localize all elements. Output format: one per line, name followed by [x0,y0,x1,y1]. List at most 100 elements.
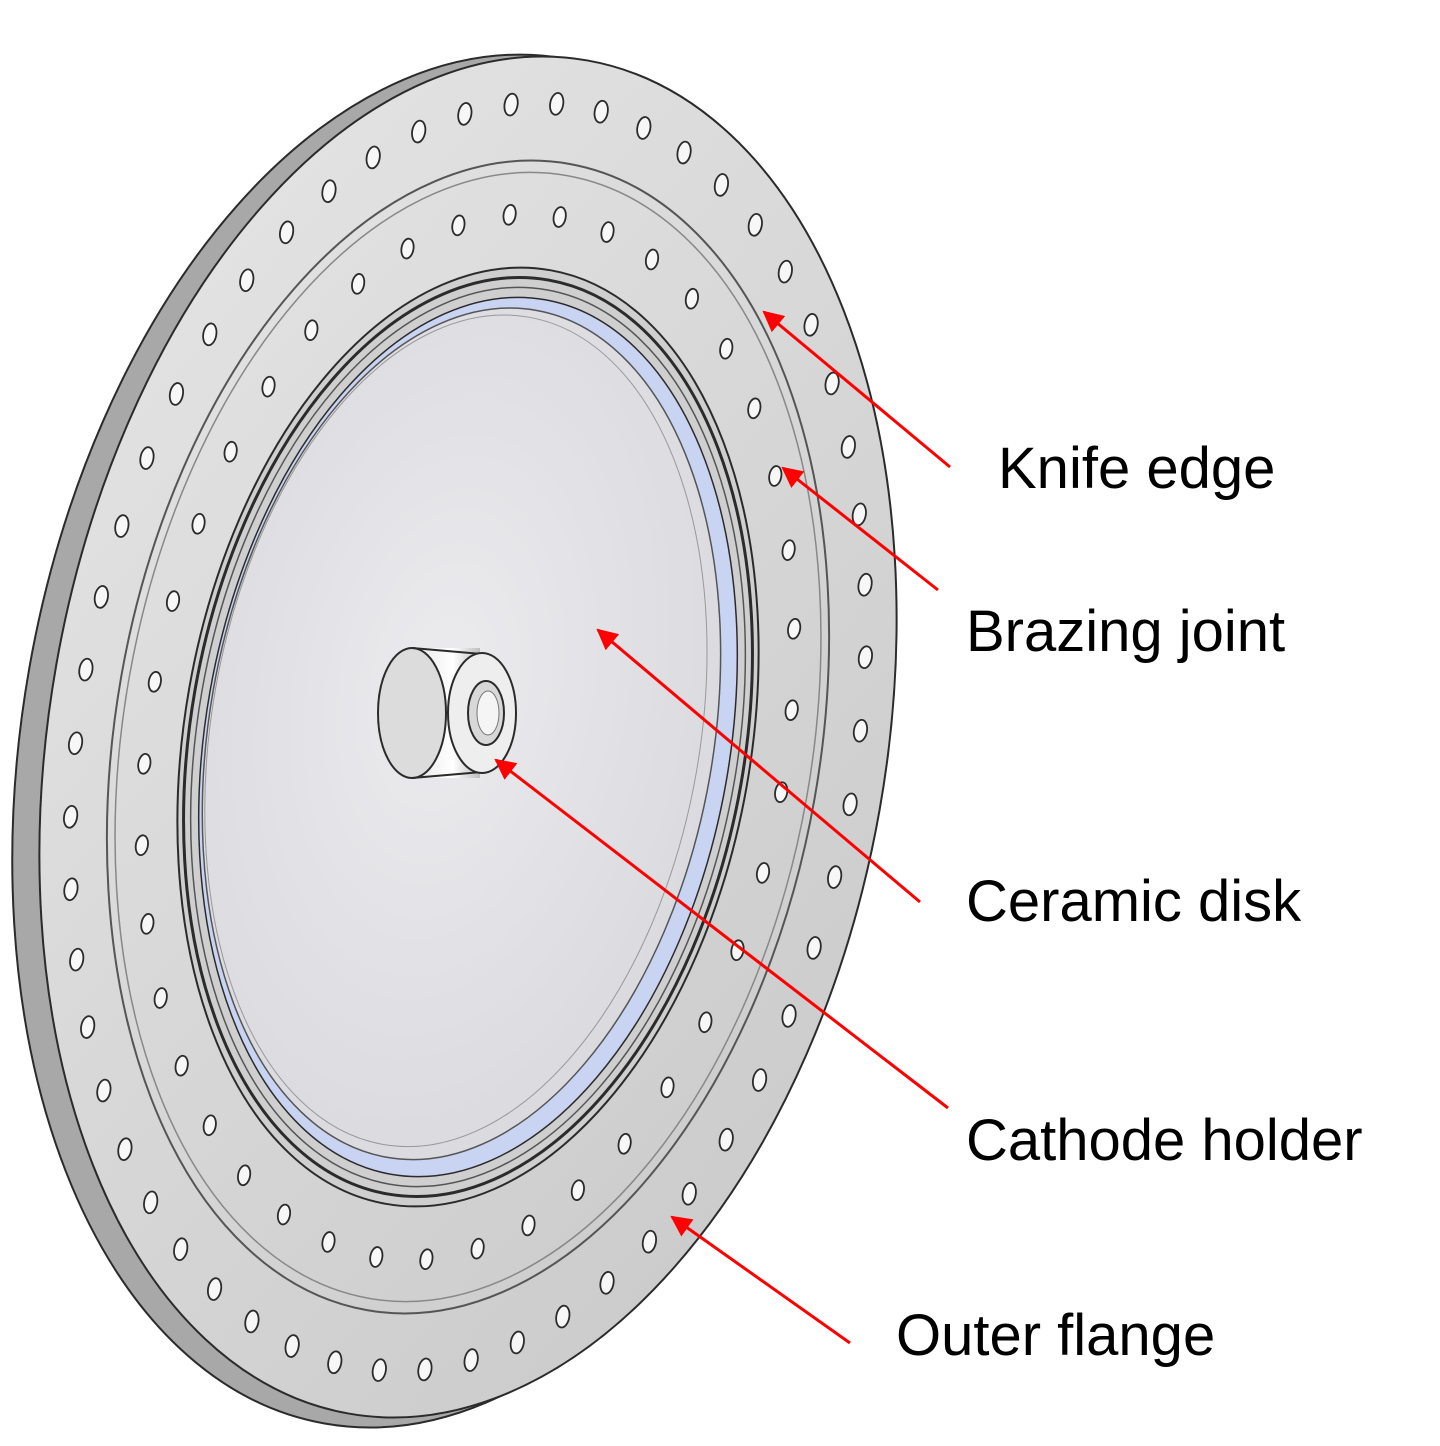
inner-bolt-hole [304,319,319,342]
inner-bolt-hole [755,862,771,884]
inner-bolt-hole [191,512,206,535]
inner-bolt-hole [369,1246,384,1268]
inner-bolt-hole [781,539,796,561]
outer-bolt-hole [824,371,840,396]
outer-bolt-hole [806,936,822,960]
knife-edge-ring [182,276,754,1198]
outer-bolt-hole [114,514,130,538]
inner-bolt-hole [351,273,366,295]
inner-bolt-hole [747,397,762,420]
outer-bolt-hole [751,1068,768,1092]
inner-bolt-hole [134,834,149,857]
inner-bolt-hole [768,465,783,487]
inner-bolt-hole [451,214,466,237]
outer-bolt-hole [327,1350,343,1375]
outer-bolt-hole [636,116,652,140]
outer-bolt-hole [681,1181,697,1206]
outer-bolt-hole [417,1357,433,1382]
outer-bolt-hole [593,99,609,124]
knife-edge-ring [189,286,747,1188]
outer-bolt-hole [555,1304,571,1329]
inner-bolt-hole [570,1179,585,1201]
inner-bolt-hole [153,987,168,1009]
outer-bolt-hole [857,572,873,597]
inner-bolt-hole [202,1114,217,1137]
outer-bolt-hole [168,382,185,406]
inner-bolt-hole [784,699,799,722]
outer-bolt-hole [599,1271,615,1295]
inner-bolt-hole [787,617,802,640]
outer-bolt-hole [67,731,84,756]
outer-bolt-hole [840,435,856,459]
outer-bolt-hole [676,140,692,165]
callout-arrows [494,310,951,1345]
outer-bolt-hole [827,865,843,889]
outer-bolt-hole [457,102,473,126]
outer-bolt-hole [747,213,763,237]
outer-bolt-hole [549,92,565,116]
inner-bolt-hole [276,1203,292,1226]
inner-bolt-hole [165,590,181,612]
outer-bolt-hole [321,179,337,203]
outer-bolt-hole [842,792,858,817]
arrow-knife-edge [762,310,951,469]
inner-bolt-hole [502,203,517,226]
outer-bolt-hole [63,805,79,829]
inner-bolt-hole [137,752,152,775]
outer-bolt-hole [857,645,873,669]
outer-bolt-hole [117,1137,133,1161]
inner-bolt-hole [321,1231,336,1253]
outer-bolt-hole [173,1237,189,1261]
inner-bolt-hole [140,913,155,935]
inner-bolt-hole [237,1164,252,1187]
outer-bolt-hole [78,657,94,682]
arrow-brazing-joint [781,466,939,592]
outer-bolt-hole [371,1358,387,1382]
outer-bolt-hole [777,259,793,284]
inner-bolt-hole [617,1132,632,1155]
outer-bolt-hole [503,92,519,117]
inner-bolt-hole [600,221,615,243]
inner-bolt-hole [470,1237,485,1260]
label-brazing-joint: Brazing joint [966,599,1285,664]
arrow-ceramic-disk [596,628,921,904]
label-outer-flange: Outer flange [896,1303,1215,1368]
inner-bolt-hole [552,206,567,228]
outer-bolt-hole [80,1015,96,1039]
outer-bolt-hole [852,718,869,743]
flange-groove-ring [114,171,822,1303]
outer-bolt-hole [284,1334,300,1358]
inner-bolt-hole [223,440,238,463]
inner-bolt-hole [698,1011,713,1034]
outer-bolt-hole [781,1004,797,1028]
outer-bolt-hole [207,1277,223,1301]
inner-bolt-hole [419,1248,434,1271]
cathode-holder [377,647,517,779]
outer-bolt-hole [63,877,79,902]
outer-bolt-hole [803,313,819,337]
inner-bolt-hole [521,1214,536,1237]
outer-bolt-hole [411,119,427,144]
arrow-cathode-holder [494,758,949,1110]
inner-bolt-hole [660,1076,675,1099]
label-ceramic-disk: Ceramic disk [966,869,1302,934]
outer-bolt-hole [365,145,381,170]
outer-bolt-hole [278,220,295,245]
outer-bolt-hole [96,1078,112,1103]
ceramic-disk-inner-edge [204,314,708,1148]
label-cathode-holder: Cathode holder [966,1108,1363,1173]
outer-bolt-hole [143,1190,159,1215]
inner-bolt-hole [400,237,415,260]
inner-bolt-hole [174,1054,189,1077]
outer-bolt-hole [202,322,218,347]
outer-bolt-hole [463,1348,479,1372]
outer-bolt-hole [239,268,255,293]
flange-groove-ring [105,159,831,1315]
outer-bolt-hole [139,446,155,470]
outer-bolt-hole [69,947,85,972]
inner-bolt-hole [719,337,734,360]
inner-bolt-hole [261,375,276,398]
outer-bolt-hole [93,585,109,609]
outer-bolt-hole [641,1229,658,1254]
